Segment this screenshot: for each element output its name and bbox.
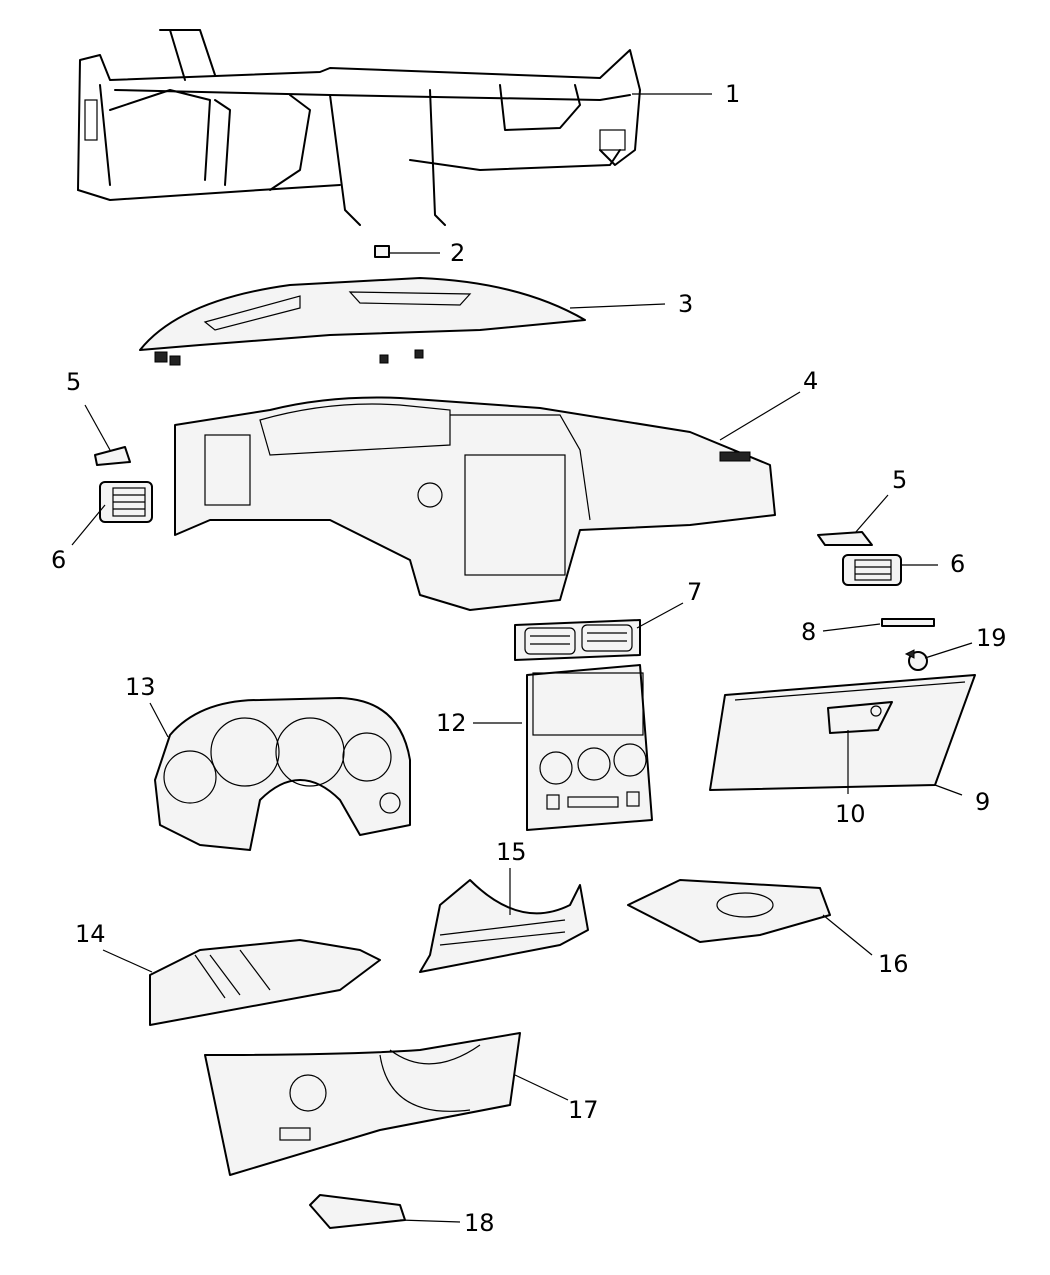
callout-9: 9 [975,788,990,816]
part-3-top-pad [139,277,586,366]
part-6-left-air-outlet [99,481,153,523]
part-6-right-air-outlet [842,554,902,586]
callout-5-right: 5 [892,466,907,494]
part-5-left-vent-bezel [94,446,131,466]
callout-16: 16 [878,950,909,978]
callout-3: 3 [678,290,693,318]
callout-6-left: 6 [51,546,66,574]
part-19-knob [904,649,928,671]
callout-5-left: 5 [66,368,81,396]
callout-10: 10 [835,800,866,828]
callout-1: 1 [725,80,740,108]
callout-12: 12 [436,709,467,737]
part-17-lower-cover [204,1032,521,1176]
part-12-center-bezel [526,664,653,831]
callout-labels: 1 2 3 4 5 6 5 6 7 8 19 13 12 9 10 15 14 … [51,80,1007,1237]
part-4-instrument-panel [174,396,776,611]
part-1-crossbeam [77,29,641,226]
part-14-bolster-bracket [149,939,381,1026]
part-13-cluster-bezel [154,697,411,851]
callout-19: 19 [976,624,1007,652]
callout-13: 13 [125,673,156,701]
part-8-trim-strip [881,618,935,627]
leader-lines [71,93,973,1223]
callout-6-right: 6 [950,550,965,578]
callout-17: 17 [568,1096,599,1124]
part-15-column-cover [419,879,589,973]
part-10-glove-box-handle [827,701,893,734]
part-5-right-vent-bezel [817,531,873,546]
part-18-bracket [309,1194,406,1229]
callout-4: 4 [803,367,818,395]
part-16-lower-panel [627,879,831,943]
callout-2: 2 [450,239,465,267]
callout-7: 7 [687,578,702,606]
callout-14: 14 [75,920,106,948]
part-2-clip [374,245,390,258]
callout-8: 8 [801,618,816,646]
callout-18: 18 [464,1209,495,1237]
part-7-center-air-outlets [514,619,641,661]
callout-15: 15 [496,838,527,866]
